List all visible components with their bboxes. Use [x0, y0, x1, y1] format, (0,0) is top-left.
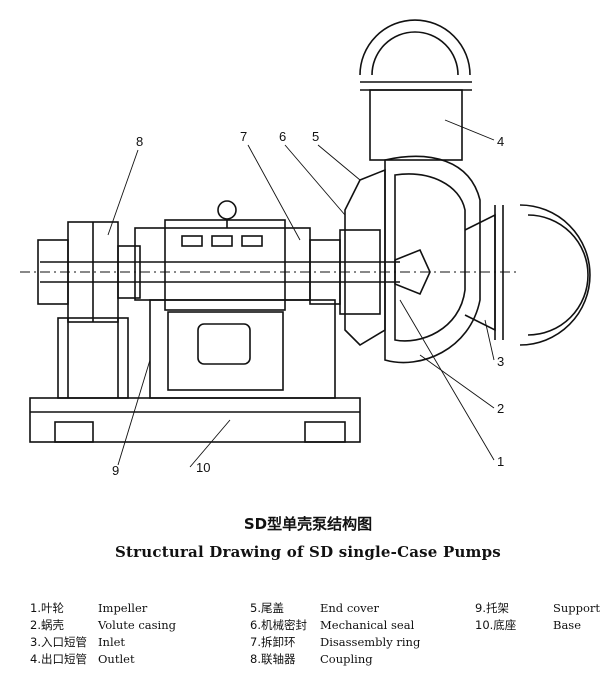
legend-item: 9.托架 Support	[475, 600, 600, 617]
legend-number: 6.机械密封	[250, 618, 307, 632]
title-chinese: SD型单壳泵结构图	[243, 515, 373, 533]
base-frame	[29, 397, 361, 443]
legend-number: 9.托架	[475, 601, 509, 615]
legend-number: 8.联轴器	[250, 652, 296, 666]
legend-item: 1.叶轮 Impeller	[30, 600, 176, 617]
legend-english: Inlet	[98, 635, 126, 649]
legend-english: Disassembly ring	[320, 635, 421, 649]
bearing-housing	[134, 200, 311, 311]
callout-5: 5	[312, 129, 319, 144]
legend-english: Coupling	[320, 652, 373, 666]
legend-item: 7.拆卸环 Disassembly ring	[250, 634, 420, 651]
callout-9: 9	[112, 463, 119, 478]
callout-8: 8	[136, 134, 143, 149]
legend-english: End cover	[320, 601, 379, 615]
legend-number: 7.拆卸环	[250, 635, 296, 649]
inlet-pipe	[464, 204, 591, 346]
legend-number: 2.蜗壳	[30, 618, 64, 632]
legend-item: 10.底座 Base	[475, 617, 600, 634]
callout-2: 2	[497, 401, 504, 416]
legend-english: Outlet	[98, 652, 135, 666]
leader-lines	[107, 119, 495, 468]
callout-1: 1	[497, 454, 504, 469]
legend-number: 1.叶轮	[30, 601, 64, 615]
end-cover-and-seal	[309, 168, 386, 347]
legend-english: Impeller	[98, 601, 148, 615]
title-english: Structural Drawing of SD single-Case Pum…	[115, 543, 501, 561]
shaft	[20, 261, 520, 283]
legend-english: Volute casing	[98, 618, 176, 632]
legend-item: 8.联轴器 Coupling	[250, 651, 420, 668]
pump-cross-section-drawing: 8 7 6 5 4 3 2 1 9 10	[20, 19, 591, 478]
legend-number: 3.入口短管	[30, 635, 87, 649]
legend-number: 10.底座	[475, 618, 517, 632]
legend-column-3: 9.托架 Support 10.底座 Base	[475, 600, 600, 634]
legend-item: 4.出口短管 Outlet	[30, 651, 176, 668]
support-bracket	[57, 299, 336, 399]
legend-item: 6.机械密封 Mechanical seal	[250, 617, 420, 634]
volute-casing	[384, 155, 481, 364]
legend-english: Support	[553, 601, 601, 615]
coupling	[37, 221, 141, 323]
legend-english: Base	[553, 618, 582, 632]
legend-column-2: 5.尾盖 End cover 6.机械密封 Mechanical seal 7.拆卸…	[250, 600, 420, 668]
legend-item: 5.尾盖 End cover	[250, 600, 420, 617]
legend-number: 5.尾盖	[250, 601, 284, 615]
legend-column-1: 1.叶轮 Impeller 2.蜗壳 Volute casing 3.入口短管 Inl…	[30, 600, 176, 668]
callout-7: 7	[240, 129, 247, 144]
legend-english: Mechanical seal	[320, 618, 415, 632]
legend-item: 2.蜗壳 Volute casing	[30, 617, 176, 634]
legend-item: 3.入口短管 Inlet	[30, 634, 176, 651]
callout-6: 6	[279, 129, 286, 144]
legend-number: 4.出口短管	[30, 652, 87, 666]
callout-3: 3	[497, 354, 504, 369]
callout-10: 10	[196, 460, 210, 475]
outlet-pipe	[359, 19, 472, 161]
callout-4: 4	[497, 134, 504, 149]
